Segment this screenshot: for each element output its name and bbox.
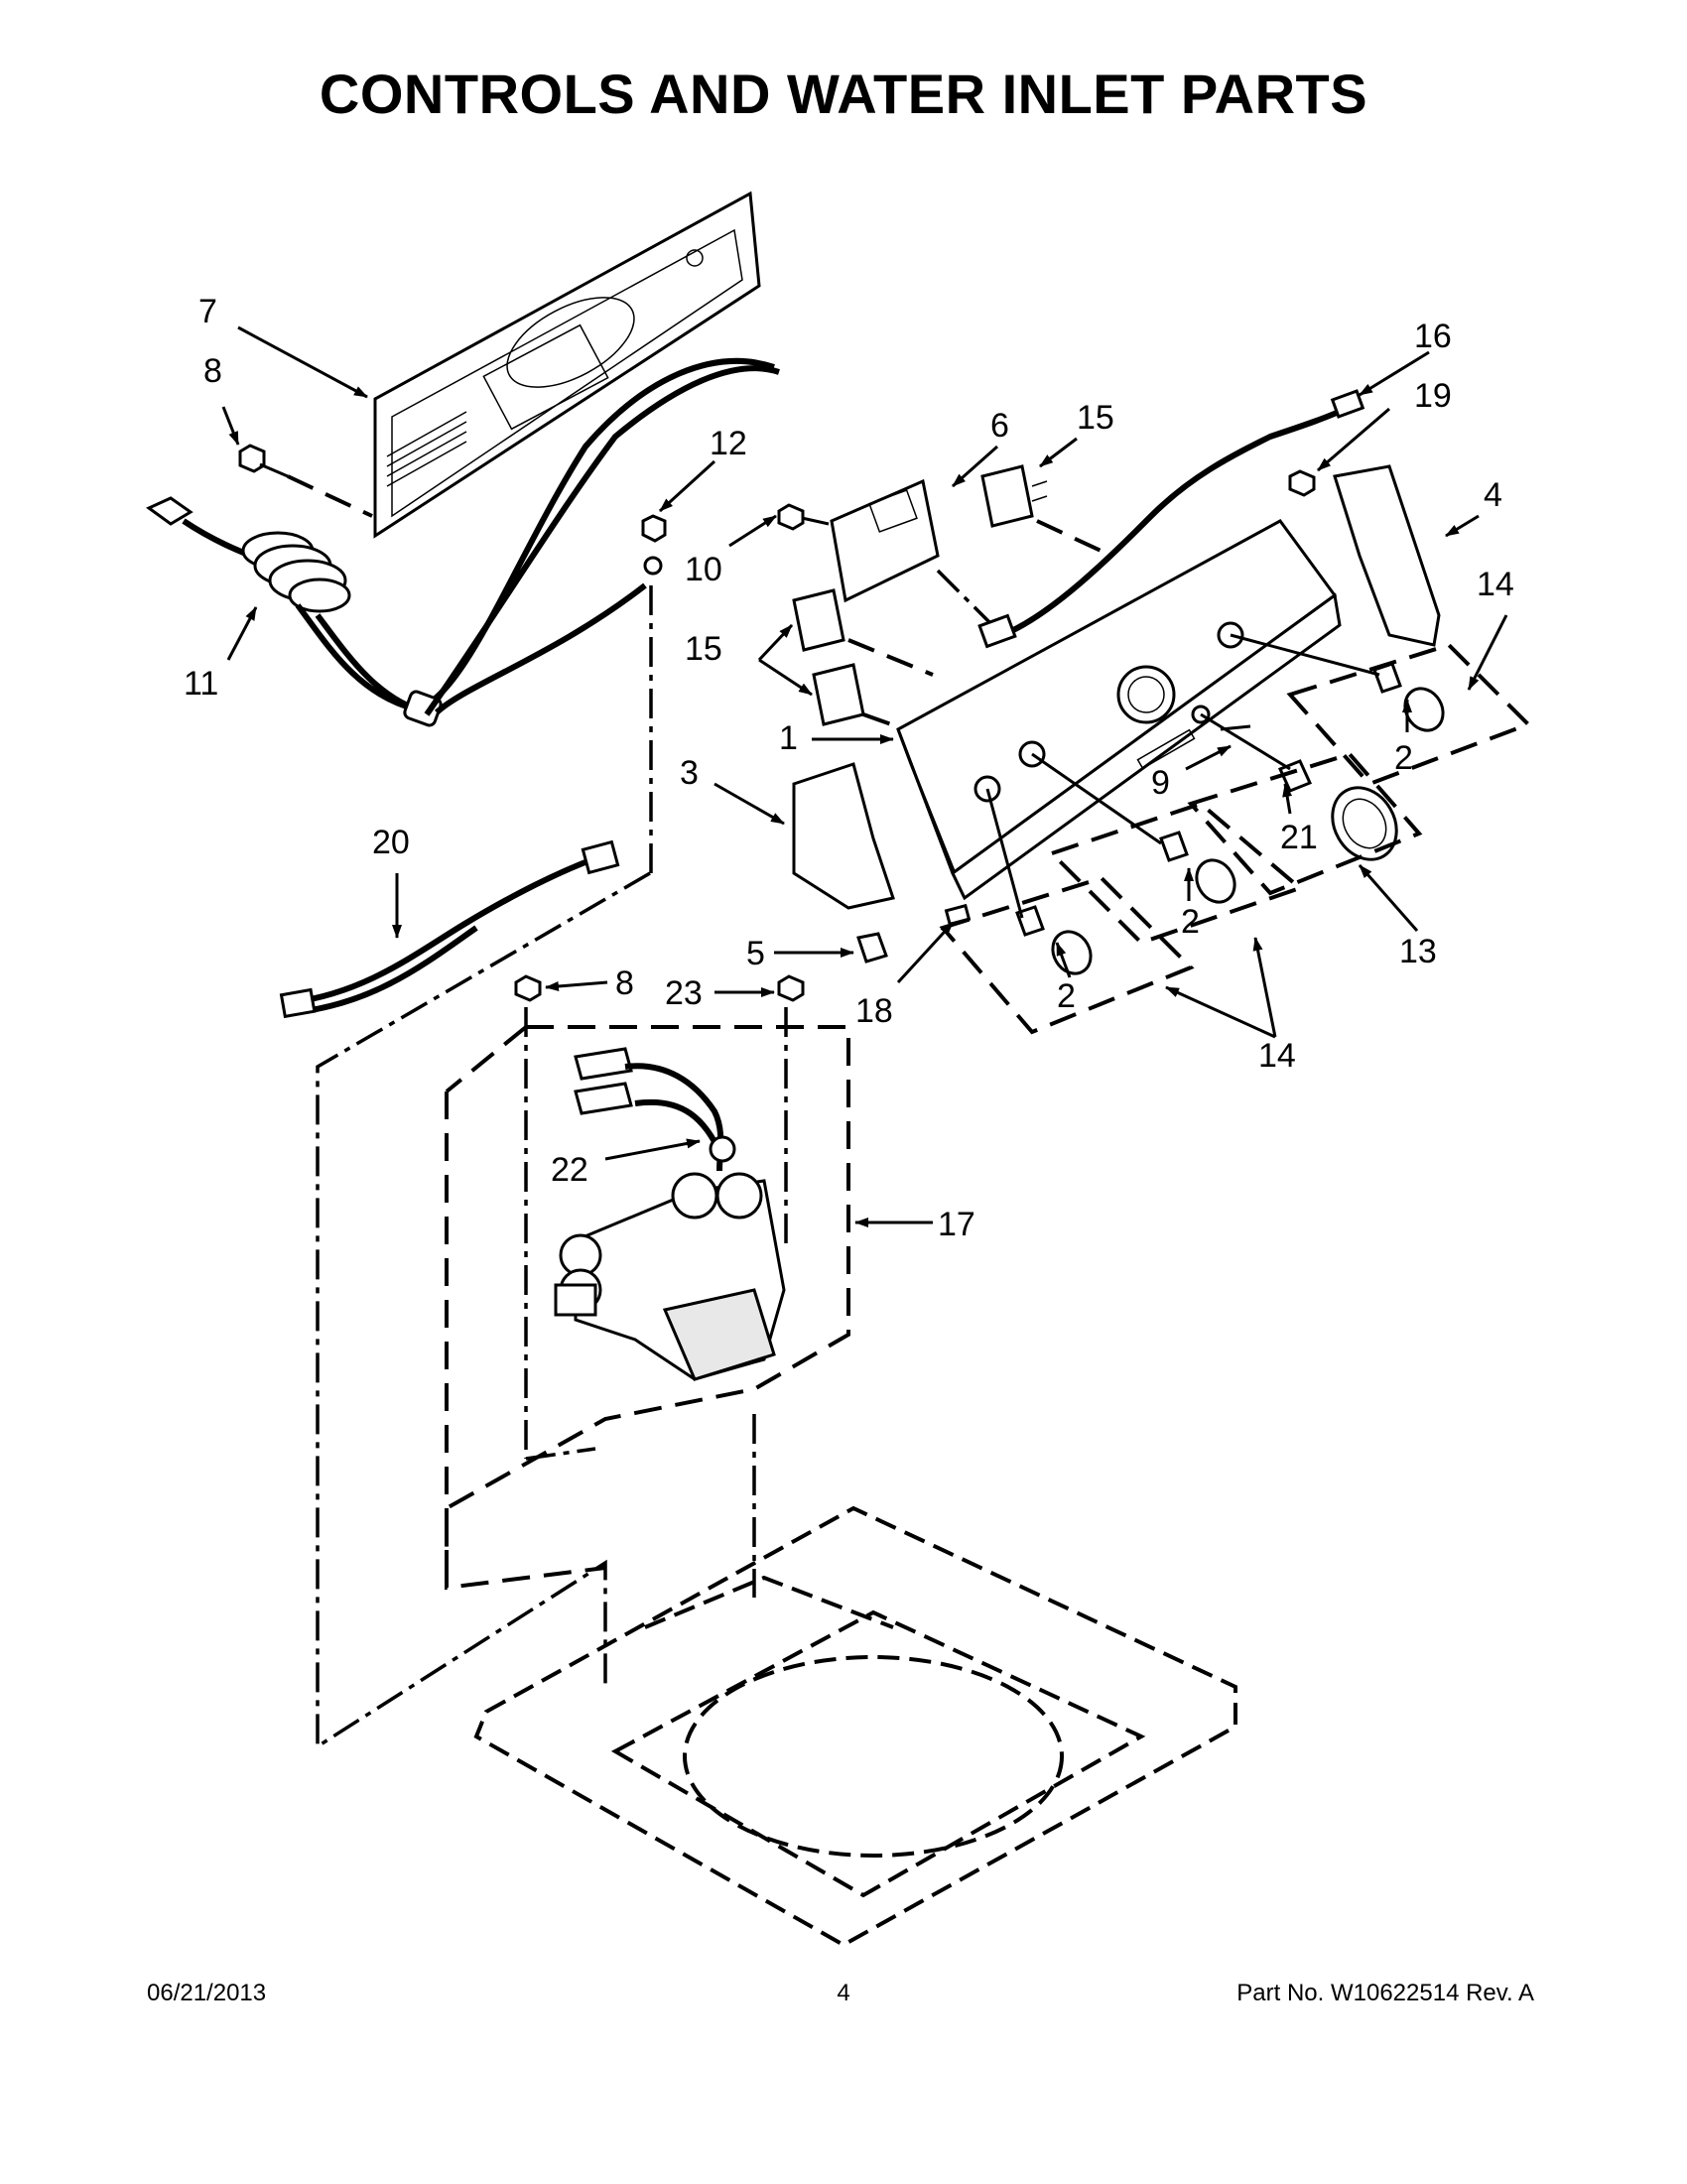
console-knob-guide-lines <box>985 633 1380 919</box>
callout-4: 4 <box>1484 476 1502 514</box>
switch-part-15-middle <box>792 588 934 677</box>
switch-part-15-top <box>980 464 1112 558</box>
callout-16: 16 <box>1414 318 1452 355</box>
callout-2-right: 2 <box>1394 739 1413 777</box>
callout-5: 5 <box>746 935 765 972</box>
callout-18: 18 <box>855 992 893 1030</box>
power-cord-part-11 <box>146 496 351 613</box>
knob-part-2-right <box>1372 662 1445 732</box>
callout-leaders <box>221 325 1508 1227</box>
callout-8-middle: 8 <box>615 964 634 1002</box>
rear-control-panel-part-7 <box>373 191 761 539</box>
callout-17: 17 <box>938 1206 975 1243</box>
ground-screw-part-12 <box>641 514 667 873</box>
knob-part-13 <box>1331 786 1398 861</box>
callout-19: 19 <box>1414 377 1452 415</box>
callout-14-right: 14 <box>1477 566 1514 603</box>
knob-dashed-outlines <box>939 642 1532 1035</box>
callout-3: 3 <box>680 754 699 792</box>
wire-harness-part-20 <box>279 839 620 1019</box>
callout-15-top: 15 <box>1077 399 1114 437</box>
cabinet-top-outline <box>473 1505 1237 1948</box>
callout-14-bottom: 14 <box>1258 1037 1296 1075</box>
callout-15-middle: 15 <box>685 630 722 668</box>
console-cover-part-3 <box>792 762 895 910</box>
callout-12: 12 <box>710 425 747 462</box>
callout-22: 22 <box>551 1151 588 1189</box>
footer-date: 06/21/2013 <box>147 1980 267 2006</box>
callout-13: 13 <box>1399 933 1437 970</box>
screw-part-8-top <box>238 444 373 518</box>
clip-part-5 <box>856 932 888 964</box>
footer-part-number: Part No. W10622514 Rev. A <box>1236 1980 1534 2006</box>
end-cap-part-4 <box>1333 464 1441 647</box>
wire-harness-main <box>295 357 780 727</box>
footer-page-number: 4 <box>837 1980 850 2006</box>
callout-21: 21 <box>1280 819 1318 856</box>
callout-1: 1 <box>779 719 798 757</box>
callout-7: 7 <box>198 293 217 330</box>
callout-2-middle: 2 <box>1181 903 1200 941</box>
callout-6: 6 <box>990 407 1009 445</box>
water-inlet-harness-part-22 <box>574 1047 736 1172</box>
callout-8-top: 8 <box>203 352 222 390</box>
callout-2-bottom: 2 <box>1057 977 1076 1015</box>
screw-part-10 <box>777 503 830 531</box>
callout-9: 9 <box>1151 764 1170 802</box>
callout-11: 11 <box>184 665 218 703</box>
water-valve-assembly <box>554 1172 786 1381</box>
assembly-guide-lines <box>316 871 756 1750</box>
control-board-part-6 <box>830 478 1004 637</box>
screw-part-19 <box>1288 469 1316 497</box>
control-console-part-1 <box>896 519 1342 901</box>
callout-23: 23 <box>665 974 703 1012</box>
knob-part-2-middle <box>1159 831 1236 904</box>
screw-part-23 <box>777 974 805 1250</box>
wire-harness-part-16 <box>977 389 1365 649</box>
callout-20: 20 <box>372 824 410 861</box>
callout-10: 10 <box>685 551 722 588</box>
screw-part-8-middle <box>514 974 542 1459</box>
water-inlet-dashed-frame-part-17 <box>445 1025 850 1591</box>
page-title: CONTROLS AND WATER INLET PARTS <box>319 63 1368 125</box>
callout-numbers: 7 8 12 11 6 15 10 16 19 4 14 15 1 3 2 9 … <box>184 293 1514 1243</box>
